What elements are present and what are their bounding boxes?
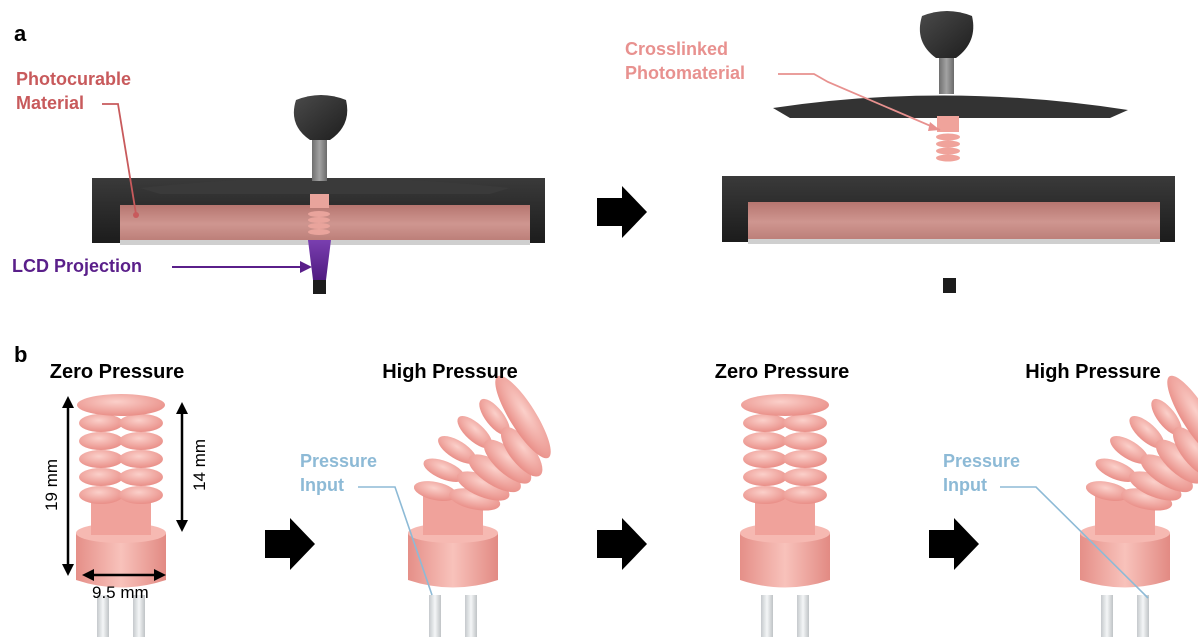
build-plate-right <box>773 95 1128 118</box>
right-arrow-icon <box>929 518 979 570</box>
printing-part <box>308 194 330 235</box>
resin-tank-left <box>92 178 545 243</box>
actuator-2-bent <box>408 369 560 637</box>
photocurable-label-2: Material <box>16 93 85 113</box>
panel-a-letter: a <box>14 21 27 46</box>
dimension-14mm <box>176 402 188 532</box>
printer-left <box>92 95 545 294</box>
panel-b-letter: b <box>14 342 28 367</box>
photocurable-leader-dot <box>133 212 139 218</box>
actuator-3 <box>740 394 830 637</box>
crosslinked-label-1: Crosslinked <box>625 39 729 59</box>
pressure-leader-1 <box>358 486 433 596</box>
dim-label-19mm: 19 mm <box>42 458 62 511</box>
photocurable-label-1: Photocurable <box>16 69 132 89</box>
photocurable-leader <box>102 103 137 215</box>
lcd-source <box>313 280 326 294</box>
crosslinked-leader <box>778 73 941 131</box>
pressure-leader-2 <box>1000 486 1149 599</box>
pressure-input-2-line2: Input <box>943 475 987 495</box>
resin-tank-right <box>722 176 1175 242</box>
build-plate-left <box>140 178 510 194</box>
actuator-4-bent <box>1080 369 1198 637</box>
lcd-source-right <box>943 278 956 293</box>
heading-high-pressure-2: High Pressure <box>1025 361 1161 383</box>
crosslinked-label-2: Photomaterial <box>625 63 746 83</box>
shaft-right <box>939 54 954 94</box>
right-arrow-icon <box>265 518 315 570</box>
right-arrow-icon <box>597 518 647 570</box>
dimension-9-5mm <box>82 569 166 581</box>
right-arrow-icon <box>597 186 647 238</box>
dim-label-14mm: 14 mm <box>190 438 210 491</box>
heading-zero-pressure-2: Zero Pressure <box>714 361 850 383</box>
printer-right <box>722 11 1175 293</box>
knob-right <box>919 11 974 58</box>
resin-right <box>748 202 1160 242</box>
shaft-left <box>312 136 327 181</box>
dim-label-9-5mm: 9.5 mm <box>92 583 149 602</box>
heading-high-pressure-1: High Pressure <box>382 361 518 383</box>
pressure-input-1-line1: Pressure <box>300 451 378 471</box>
knob-left <box>293 95 348 140</box>
crosslinked-part <box>936 116 960 162</box>
pressure-input-1-line2: Input <box>300 475 344 495</box>
pressure-input-2-line1: Pressure <box>943 451 1021 471</box>
lcd-label: LCD Projection <box>12 256 143 276</box>
lcd-beam <box>308 240 331 280</box>
dimension-19mm <box>62 396 74 576</box>
heading-zero-pressure-1: Zero Pressure <box>49 361 185 383</box>
